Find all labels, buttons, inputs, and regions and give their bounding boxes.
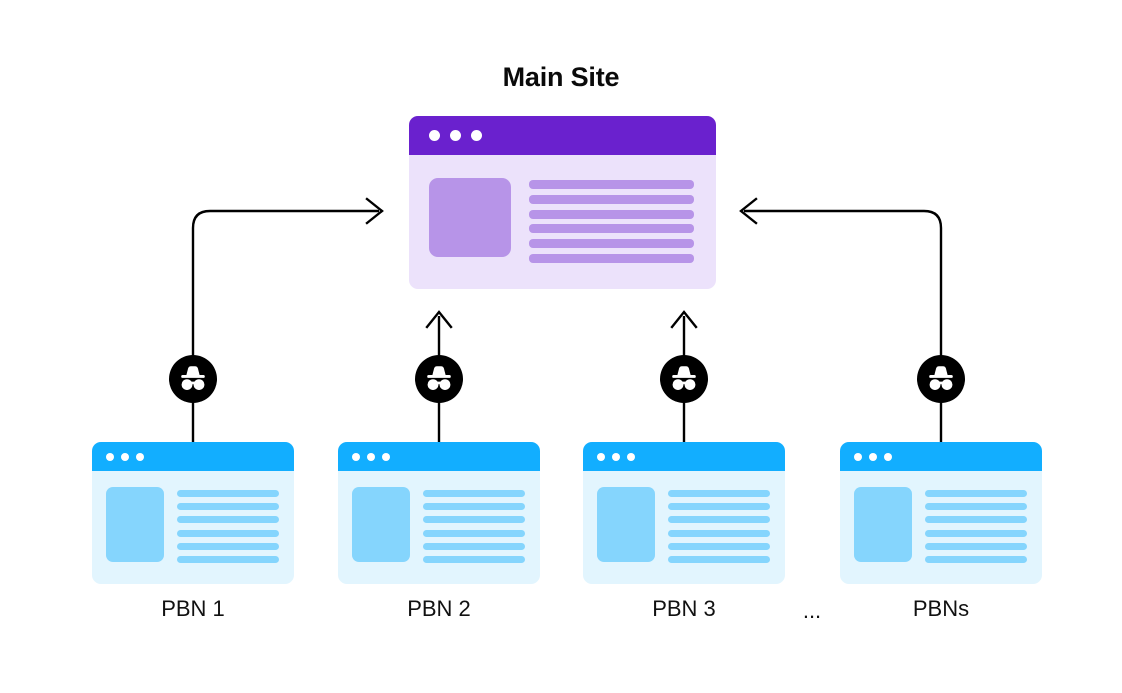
text-line bbox=[529, 239, 694, 249]
page-title: Main Site bbox=[502, 62, 620, 92]
text-line bbox=[177, 503, 279, 511]
main-site-titlebar bbox=[409, 116, 716, 155]
incognito-icon bbox=[672, 366, 696, 390]
pbn-2-text-lines bbox=[423, 487, 525, 567]
text-line bbox=[668, 542, 770, 550]
pbn-card-3[interactable] bbox=[583, 442, 785, 584]
text-line bbox=[529, 224, 694, 234]
text-line bbox=[668, 490, 770, 497]
text-line bbox=[423, 503, 525, 511]
pbn-label-2: PBN 2 bbox=[407, 596, 471, 621]
text-line bbox=[925, 516, 1027, 524]
incognito-badge-3 bbox=[660, 355, 708, 403]
pbn-1-text-lines bbox=[177, 487, 279, 567]
text-line bbox=[925, 529, 1027, 537]
text-line bbox=[925, 490, 1027, 497]
pbn-3-text-lines bbox=[668, 487, 770, 567]
window-dot-2 bbox=[612, 452, 620, 461]
text-line bbox=[177, 529, 279, 537]
pbn-2-thumbnail bbox=[352, 487, 410, 562]
text-line bbox=[177, 555, 279, 563]
ellipsis-label: ... bbox=[802, 598, 822, 623]
text-line bbox=[925, 503, 1027, 511]
pbn-2-content bbox=[338, 471, 540, 584]
main-site-thumbnail bbox=[429, 178, 511, 257]
pbn-label-3: PBN 3 bbox=[652, 596, 716, 621]
text-line bbox=[423, 542, 525, 550]
window-dot-1 bbox=[352, 452, 360, 461]
text-line bbox=[423, 555, 525, 563]
main-site-content bbox=[409, 155, 716, 289]
text-line bbox=[668, 516, 770, 524]
text-line bbox=[177, 542, 279, 550]
incognito-badge-4 bbox=[917, 355, 965, 403]
pbn-n-thumbnail bbox=[854, 487, 912, 562]
pbn-3-content bbox=[583, 471, 785, 584]
pbn-label-n: PBNs bbox=[912, 596, 970, 621]
window-dot-2 bbox=[869, 452, 877, 461]
window-dot-2 bbox=[450, 130, 461, 141]
text-line bbox=[423, 529, 525, 537]
pbn-1-titlebar bbox=[92, 442, 294, 471]
pbn-3-titlebar bbox=[583, 442, 785, 471]
text-line bbox=[529, 209, 694, 219]
pbn-3-thumbnail bbox=[597, 487, 655, 562]
text-line bbox=[668, 555, 770, 563]
text-line bbox=[668, 529, 770, 537]
window-dot-1 bbox=[854, 452, 862, 461]
pbn-1-content bbox=[92, 471, 294, 584]
connector-pbn-1 bbox=[191, 197, 384, 443]
text-line bbox=[529, 180, 694, 189]
window-dot-3 bbox=[884, 452, 892, 461]
incognito-badge-1 bbox=[169, 355, 217, 403]
text-line bbox=[529, 253, 694, 263]
pbn-n-titlebar bbox=[840, 442, 1042, 471]
pbn-2-titlebar bbox=[338, 442, 540, 471]
window-dot-3 bbox=[136, 452, 144, 461]
pbn-1-thumbnail bbox=[106, 487, 164, 562]
main-site-text-lines bbox=[529, 178, 694, 266]
text-line bbox=[177, 490, 279, 497]
pbn-card-2[interactable] bbox=[338, 442, 540, 584]
text-line bbox=[177, 516, 279, 524]
window-dot-3 bbox=[382, 452, 390, 461]
window-dot-1 bbox=[597, 452, 605, 461]
connector-pbn-s bbox=[739, 197, 943, 443]
pbn-card-1[interactable] bbox=[92, 442, 294, 584]
pbn-card-n[interactable] bbox=[840, 442, 1042, 584]
incognito-icon bbox=[181, 366, 205, 390]
incognito-badge-2 bbox=[415, 355, 463, 403]
window-dot-2 bbox=[367, 452, 375, 461]
window-dot-1 bbox=[106, 452, 114, 461]
window-dot-3 bbox=[471, 130, 482, 141]
pbn-n-content bbox=[840, 471, 1042, 584]
text-line bbox=[925, 555, 1027, 563]
window-dot-2 bbox=[121, 452, 129, 461]
text-line bbox=[925, 542, 1027, 550]
text-line bbox=[529, 194, 694, 204]
pbn-label-1: PBN 1 bbox=[161, 596, 225, 621]
window-dot-3 bbox=[627, 452, 635, 461]
incognito-icon bbox=[929, 366, 953, 390]
main-site-card[interactable] bbox=[409, 116, 716, 289]
text-line bbox=[668, 503, 770, 511]
pbn-n-text-lines bbox=[925, 487, 1027, 567]
text-line bbox=[423, 490, 525, 497]
window-dot-1 bbox=[429, 130, 440, 141]
text-line bbox=[423, 516, 525, 524]
incognito-icon bbox=[427, 366, 451, 390]
